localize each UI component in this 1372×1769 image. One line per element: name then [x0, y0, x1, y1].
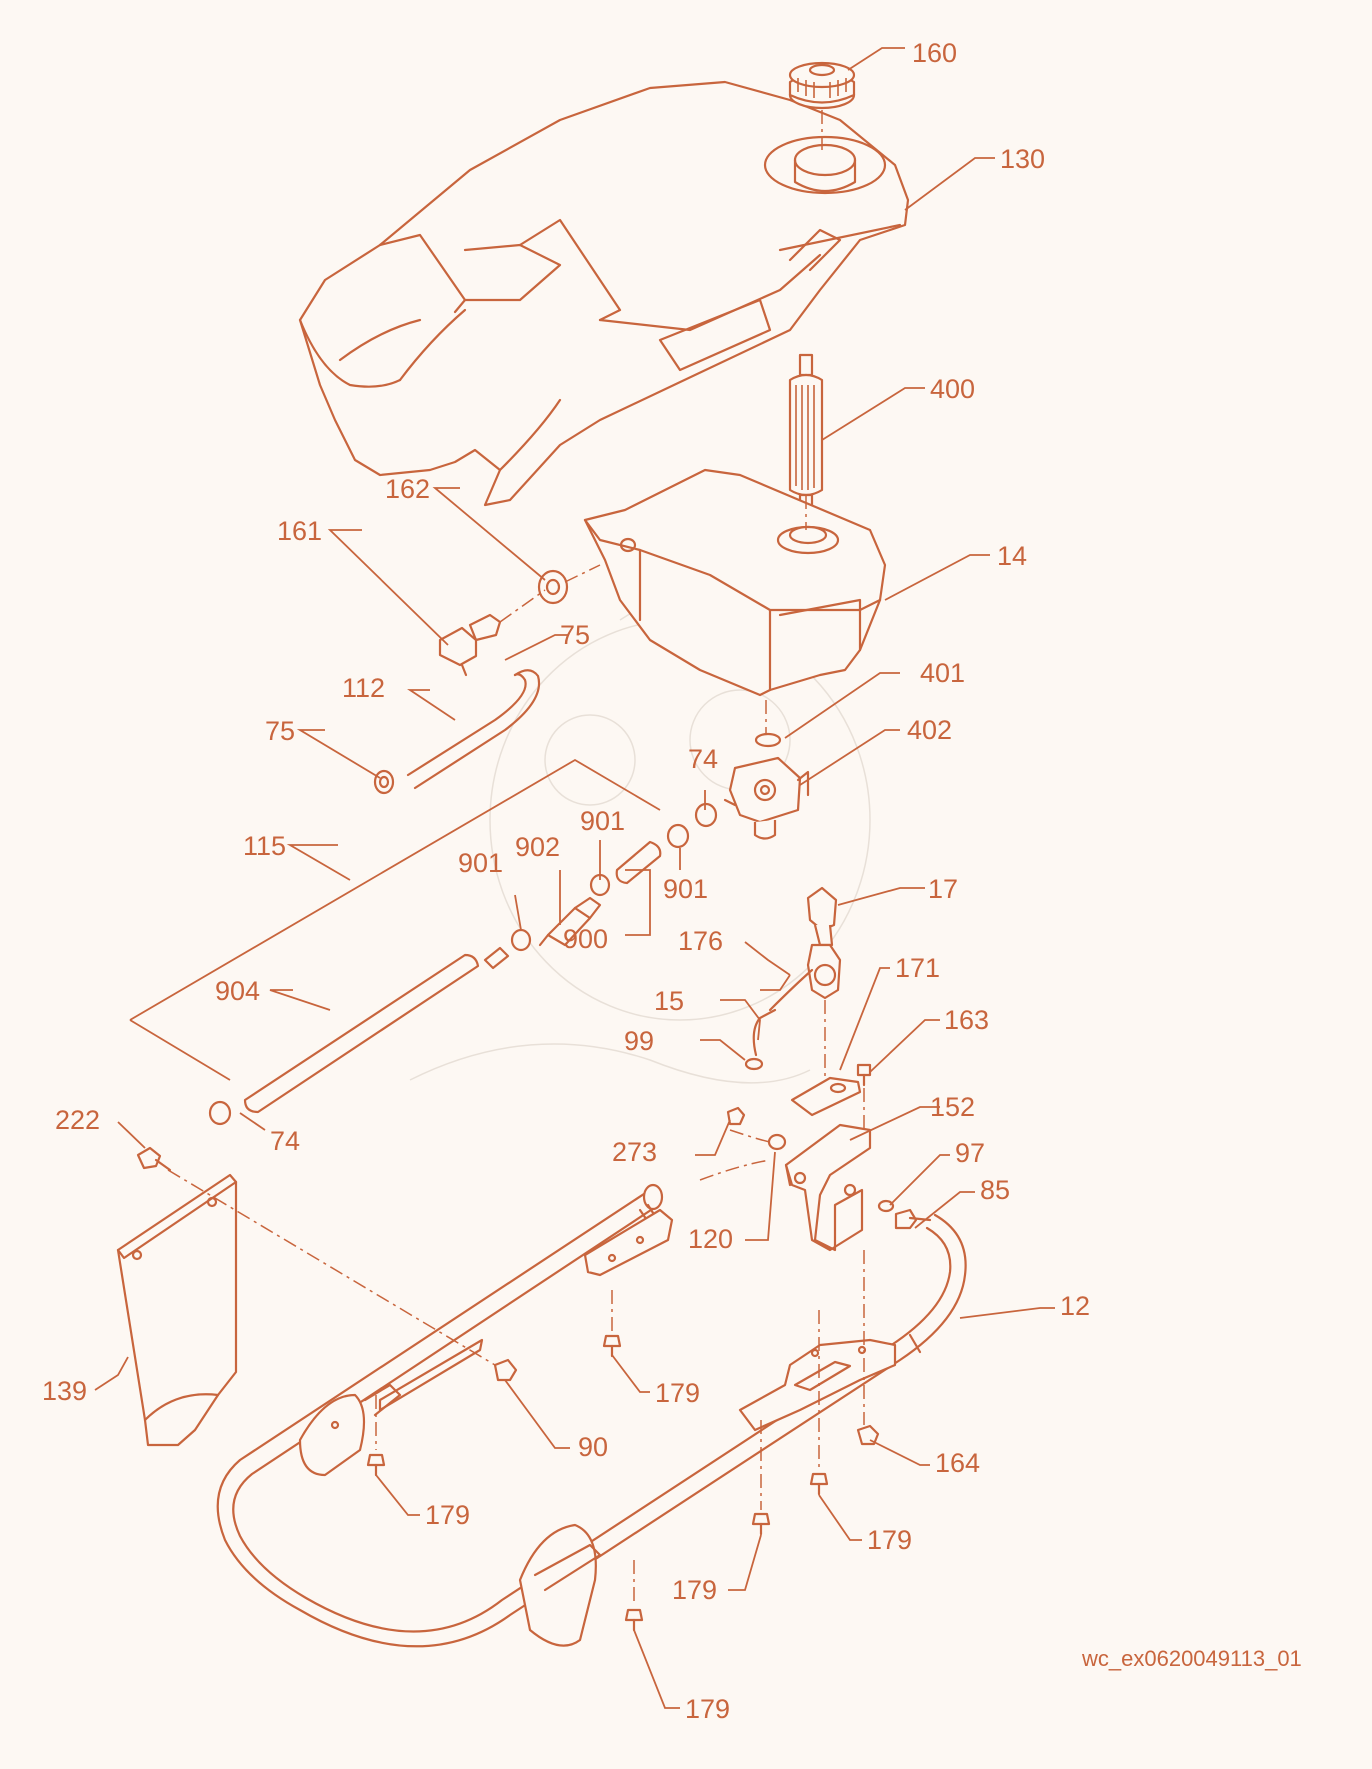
part-179-screw-b	[366, 1453, 386, 1477]
callout-75b: 75	[265, 716, 296, 746]
part-902-fuel-filter-inline	[538, 896, 602, 947]
callout-160: 160	[912, 38, 958, 68]
assembly-bracket-115	[129, 758, 661, 1081]
callout-164: 164	[935, 1448, 981, 1478]
part-connector	[483, 946, 510, 970]
part-401-o-ring	[754, 732, 782, 748]
callout-901b: 901	[458, 848, 504, 878]
part-139-guard	[116, 1173, 238, 1447]
callout-120: 120	[688, 1224, 734, 1254]
callout-179a: 179	[655, 1378, 701, 1408]
callout-15: 15	[654, 986, 685, 1016]
callout-176: 176	[678, 926, 724, 956]
part-163-screw	[856, 1063, 872, 1087]
center-lines	[167, 110, 865, 1605]
part-179-screw-d	[751, 1512, 771, 1536]
part-75-clamp	[373, 769, 395, 795]
callout-85: 85	[980, 1175, 1011, 1205]
callout-400: 400	[930, 374, 976, 404]
part-15-linkage-rod	[752, 1008, 777, 1057]
callout-402: 402	[907, 715, 953, 745]
part-90-nut	[493, 1358, 518, 1382]
callout-74b: 74	[270, 1126, 301, 1156]
callout-90: 90	[578, 1432, 609, 1462]
part-171-plate	[790, 1076, 862, 1117]
part-112-hose	[406, 669, 541, 790]
part-97-washer	[877, 1199, 895, 1213]
part-17-throttle-lever	[806, 886, 842, 1000]
callout-74a: 74	[688, 744, 719, 774]
part-160-filler-cap	[788, 61, 856, 110]
part-904-fuel-line	[243, 953, 480, 1114]
part-164-nut	[856, 1424, 880, 1446]
callout-162: 162	[385, 474, 431, 504]
part-179-screw-e	[624, 1608, 644, 1632]
leader-lines	[94, 47, 1055, 1709]
callout-179b: 179	[425, 1500, 471, 1530]
part-162-grommet	[537, 569, 569, 605]
callout-900: 900	[563, 924, 609, 954]
part-99-washer	[744, 1057, 764, 1071]
callout-12: 12	[1060, 1291, 1091, 1321]
callout-75a: 75	[560, 620, 591, 650]
drawing-reference: wc_ex0620049113_01	[1082, 1646, 1302, 1671]
part-900-hose-segment	[615, 840, 662, 885]
callout-401: 401	[920, 658, 966, 688]
callout-901c: 901	[663, 874, 709, 904]
part-14-fuel-tank	[583, 468, 887, 697]
callout-97: 97	[955, 1138, 986, 1168]
callout-130: 130	[1000, 144, 1046, 174]
part-179-screw-c	[809, 1472, 829, 1496]
part-179-screw-a	[602, 1334, 622, 1358]
part-74-clamp-lower	[208, 1100, 232, 1126]
part-120-washer	[767, 1133, 787, 1151]
part-901-clamp-right	[666, 823, 690, 849]
callout-112: 112	[342, 673, 386, 703]
callout-904: 904	[215, 976, 261, 1006]
callout-163: 163	[944, 1005, 990, 1035]
callout-901a: 901	[580, 806, 626, 836]
callout-99: 99	[624, 1026, 655, 1056]
callout-902: 902	[515, 832, 561, 862]
part-222-screw	[136, 1146, 172, 1172]
callout-171: 171	[895, 953, 941, 983]
callout-161: 161	[277, 516, 323, 546]
callout-179c: 179	[867, 1525, 913, 1555]
part-402-fuel-valve	[723, 756, 810, 840]
part-130-cover	[298, 80, 910, 507]
part-152-bracket	[784, 1123, 872, 1252]
callout-222: 222	[55, 1105, 101, 1135]
part-85-bolt	[894, 1208, 932, 1230]
callout-14: 14	[997, 541, 1028, 571]
part-161-fitting	[438, 613, 502, 677]
callout-179e: 179	[685, 1694, 731, 1724]
part-74-clamp-upper	[694, 802, 718, 828]
callout-17: 17	[928, 874, 959, 904]
part-901-clamp-left	[510, 928, 532, 952]
part-176-cable	[768, 968, 814, 1012]
part-273-nut	[726, 1106, 746, 1126]
callout-152: 152	[930, 1092, 976, 1122]
callout-273: 273	[612, 1137, 658, 1167]
callout-179d: 179	[672, 1575, 718, 1605]
callout-139: 139	[42, 1376, 88, 1406]
callout-115: 115	[243, 831, 287, 861]
part-12-handle-frame	[216, 1183, 967, 1648]
